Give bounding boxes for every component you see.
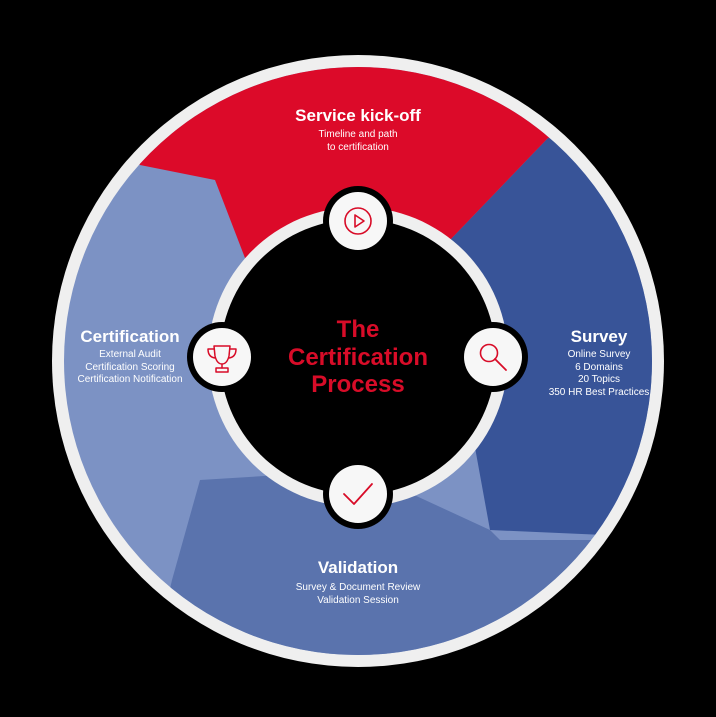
center-title-line: Process [311,371,405,398]
survey-detail: Online Survey [567,349,631,360]
validation-detail: Validation Session [317,594,399,606]
play-icon [344,207,372,235]
center-disc [220,219,496,495]
certification-detail: Certification Scoring [85,361,175,373]
trophy-icon [207,345,237,373]
magnifier-icon [479,343,507,371]
survey-stage-label: Survey Online Survey 6 Domains 20 Topics… [517,327,681,399]
kickoff-detail: Timeline and path [318,129,398,140]
checkmark-icon [343,483,373,505]
certification-badge [187,322,257,392]
kickoff-detail: to certification [327,141,389,153]
kickoff-stage-label: Service kick-off Timeline and path to ce… [238,106,478,154]
survey-badge [458,322,528,392]
validation-title: Validation [317,558,399,577]
survey-detail: 20 Topics [577,374,621,385]
kickoff-badge [323,186,393,256]
segment-validation [140,470,652,655]
survey-title: Survey [570,327,628,346]
survey-detail: 350 HR Best Practices [548,386,650,398]
survey-detail: 6 Domains [575,361,623,373]
certification-detail: Certification Notification [77,374,183,385]
validation-badge [323,459,393,529]
center-title-line: The [336,316,380,343]
validation-detail: Survey & Document Review [295,582,421,593]
center-title-line: Certification [287,343,428,371]
certification-stage-label: Certification External Audit Certificati… [48,327,212,387]
validation-stage-label: Validation Survey & Document Review Vali… [228,558,488,607]
certification-detail: External Audit [99,349,161,360]
certification-title: Certification [80,327,180,346]
center-title: The Certification Process [258,316,458,399]
kickoff-title: Service kick-off [295,106,421,125]
